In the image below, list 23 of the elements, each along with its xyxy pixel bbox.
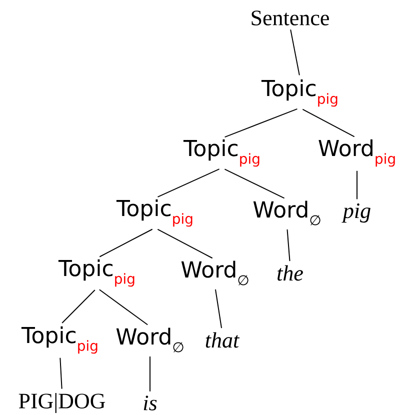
tree-branch bbox=[286, 228, 290, 262]
tree-branch bbox=[60, 357, 62, 390]
tree-branch bbox=[302, 108, 355, 138]
category-label: Word ∅ bbox=[181, 260, 248, 286]
tree-branch bbox=[214, 288, 222, 329]
category-label: Word ∅ bbox=[253, 200, 320, 226]
tree-branch bbox=[224, 168, 285, 199]
word-label: pig bbox=[342, 203, 370, 223]
tree-branch bbox=[356, 170, 358, 200]
word-label: Sentence bbox=[252, 10, 329, 26]
category-label: Word pig bbox=[318, 139, 395, 167]
word-label: PIG|DOG bbox=[18, 393, 106, 414]
word-label: that bbox=[206, 332, 240, 348]
tree-branch bbox=[98, 289, 148, 326]
word-label: is bbox=[144, 396, 157, 410]
tree-branch bbox=[99, 228, 153, 258]
word-label: the bbox=[278, 265, 303, 281]
tree-branch bbox=[62, 290, 96, 324]
category-label: Word ∅ bbox=[116, 328, 184, 352]
tree-branch bbox=[157, 228, 213, 259]
tree-branch bbox=[157, 168, 220, 198]
tree-branch bbox=[290, 29, 300, 76]
tree-branch bbox=[224, 108, 298, 138]
